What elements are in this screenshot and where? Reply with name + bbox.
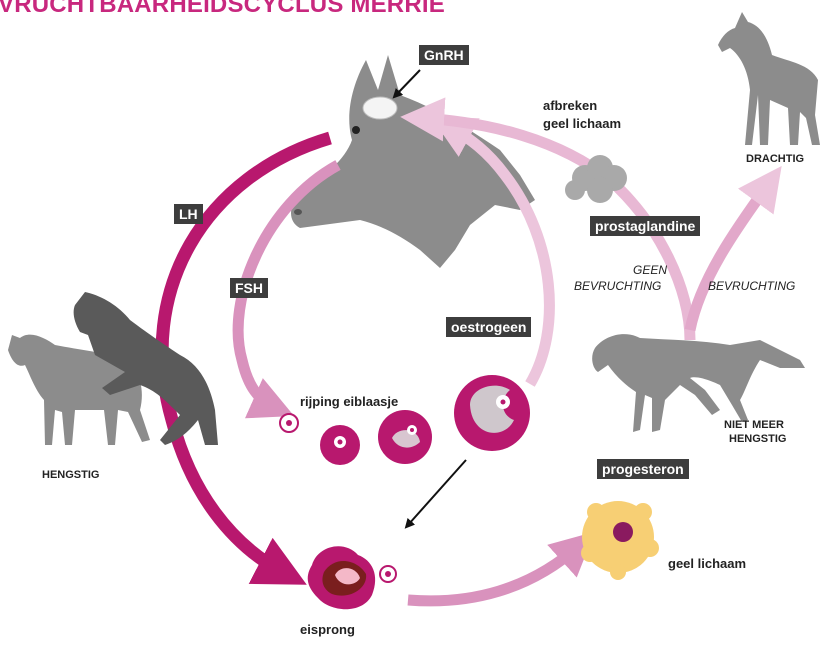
oestrogeen-label: oestrogeen bbox=[446, 317, 531, 337]
afbreken-label-line1: afbreken bbox=[543, 97, 597, 115]
progesteron-label: progesteron bbox=[597, 459, 689, 479]
bevruchting-arrow bbox=[690, 182, 770, 330]
horse-nostril-icon bbox=[294, 209, 302, 215]
gnrh-label: GnRH bbox=[419, 45, 469, 65]
prostaglandine-label: prostaglandine bbox=[590, 216, 700, 236]
drachtig-label: DRACHTIG bbox=[746, 152, 804, 166]
fsh-label: FSH bbox=[230, 278, 268, 298]
geel-lichaam-illustration bbox=[581, 501, 659, 580]
gnrh-arrow bbox=[396, 70, 420, 95]
bevruchting-label: BEVRUCHTING bbox=[708, 279, 795, 294]
follicle-stage-4 bbox=[454, 375, 530, 451]
mating-horses-illustration bbox=[8, 292, 218, 445]
horse-eye-icon bbox=[352, 126, 360, 134]
geen-bevruchting-line1: GEEN bbox=[633, 263, 667, 278]
rijping-eiblaasje-label: rijping eiblaasje bbox=[300, 393, 398, 411]
geen-bevruchting-line2: BEVRUCHTING bbox=[574, 279, 661, 294]
hengstig-label: HENGSTIG bbox=[42, 468, 99, 482]
follicle-stage-3 bbox=[378, 410, 432, 464]
geel-lichaam-label: geel lichaam bbox=[668, 555, 746, 573]
brain-icon bbox=[363, 97, 397, 119]
afbreken-label-line2: geel lichaam bbox=[543, 115, 621, 133]
niet-meer-hengstig-line2: HENGSTIG bbox=[729, 432, 786, 446]
eisprong-to-geel-lichaam-arrow bbox=[408, 545, 580, 601]
lh-label: LH bbox=[174, 204, 203, 224]
ovulation-pointer-arrow bbox=[408, 460, 466, 525]
follicle-stage-1 bbox=[280, 414, 298, 432]
pregnant-horse-illustration bbox=[718, 12, 820, 145]
eisprong-label: eisprong bbox=[300, 621, 355, 639]
eisprong-illustration bbox=[308, 546, 396, 609]
niet-meer-hengstig-line1: NIET MEER bbox=[724, 418, 784, 432]
follicle-stage-2 bbox=[320, 425, 360, 465]
